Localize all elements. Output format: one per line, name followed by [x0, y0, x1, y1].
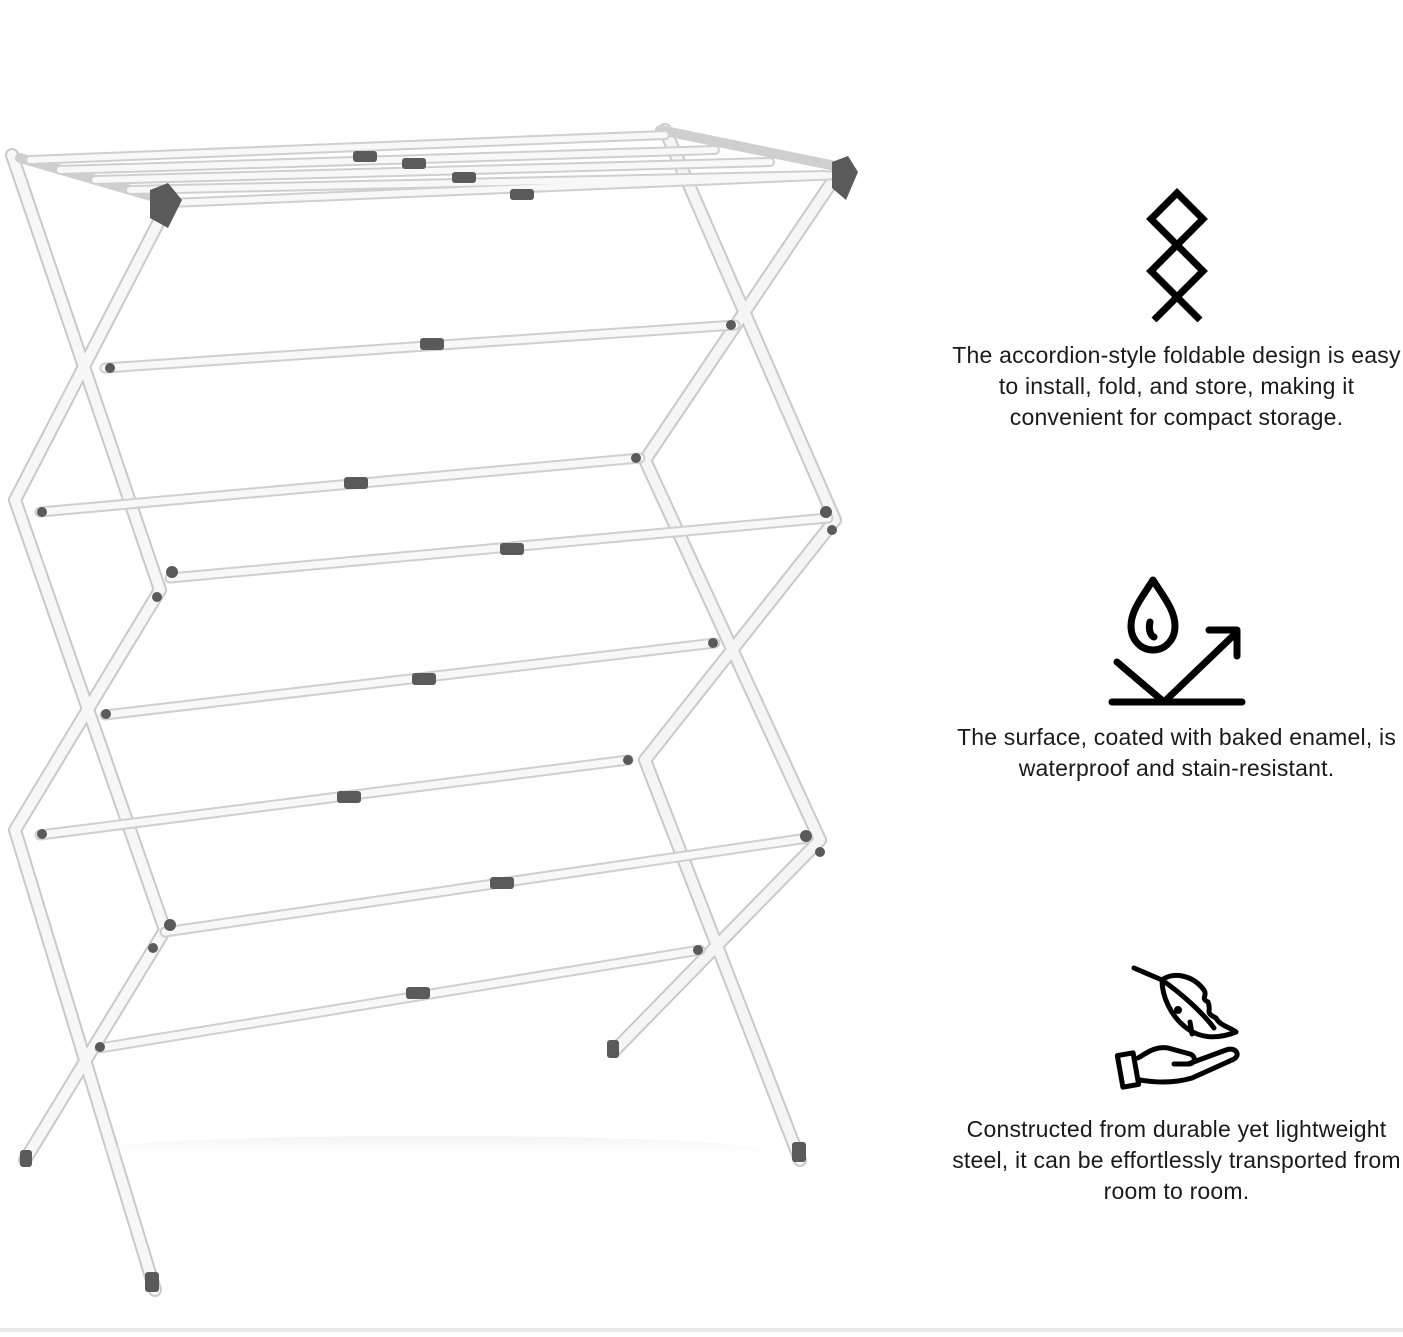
bottom-divider	[0, 1328, 1403, 1332]
drying-rack-image	[5, 123, 858, 1297]
drying-rack-illustration	[5, 123, 858, 1297]
feature-lightweight: Constructed from durable yet lightweight…	[950, 962, 1403, 1207]
accordion-fold-icon	[1145, 188, 1208, 322]
lightweight-feather-hand-icon	[1114, 965, 1240, 1090]
feature-text: The surface, coated with baked enamel, i…	[956, 724, 1397, 781]
feature-waterproof: The surface, coated with baked enamel, i…	[950, 574, 1403, 784]
feature-text: Constructed from durable yet lightweight…	[952, 1116, 1401, 1204]
feature-text: The accordion-style foldable design is e…	[952, 342, 1401, 430]
feature-foldable: The accordion-style foldable design is e…	[950, 186, 1403, 433]
waterproof-drop-icon	[1108, 576, 1245, 706]
